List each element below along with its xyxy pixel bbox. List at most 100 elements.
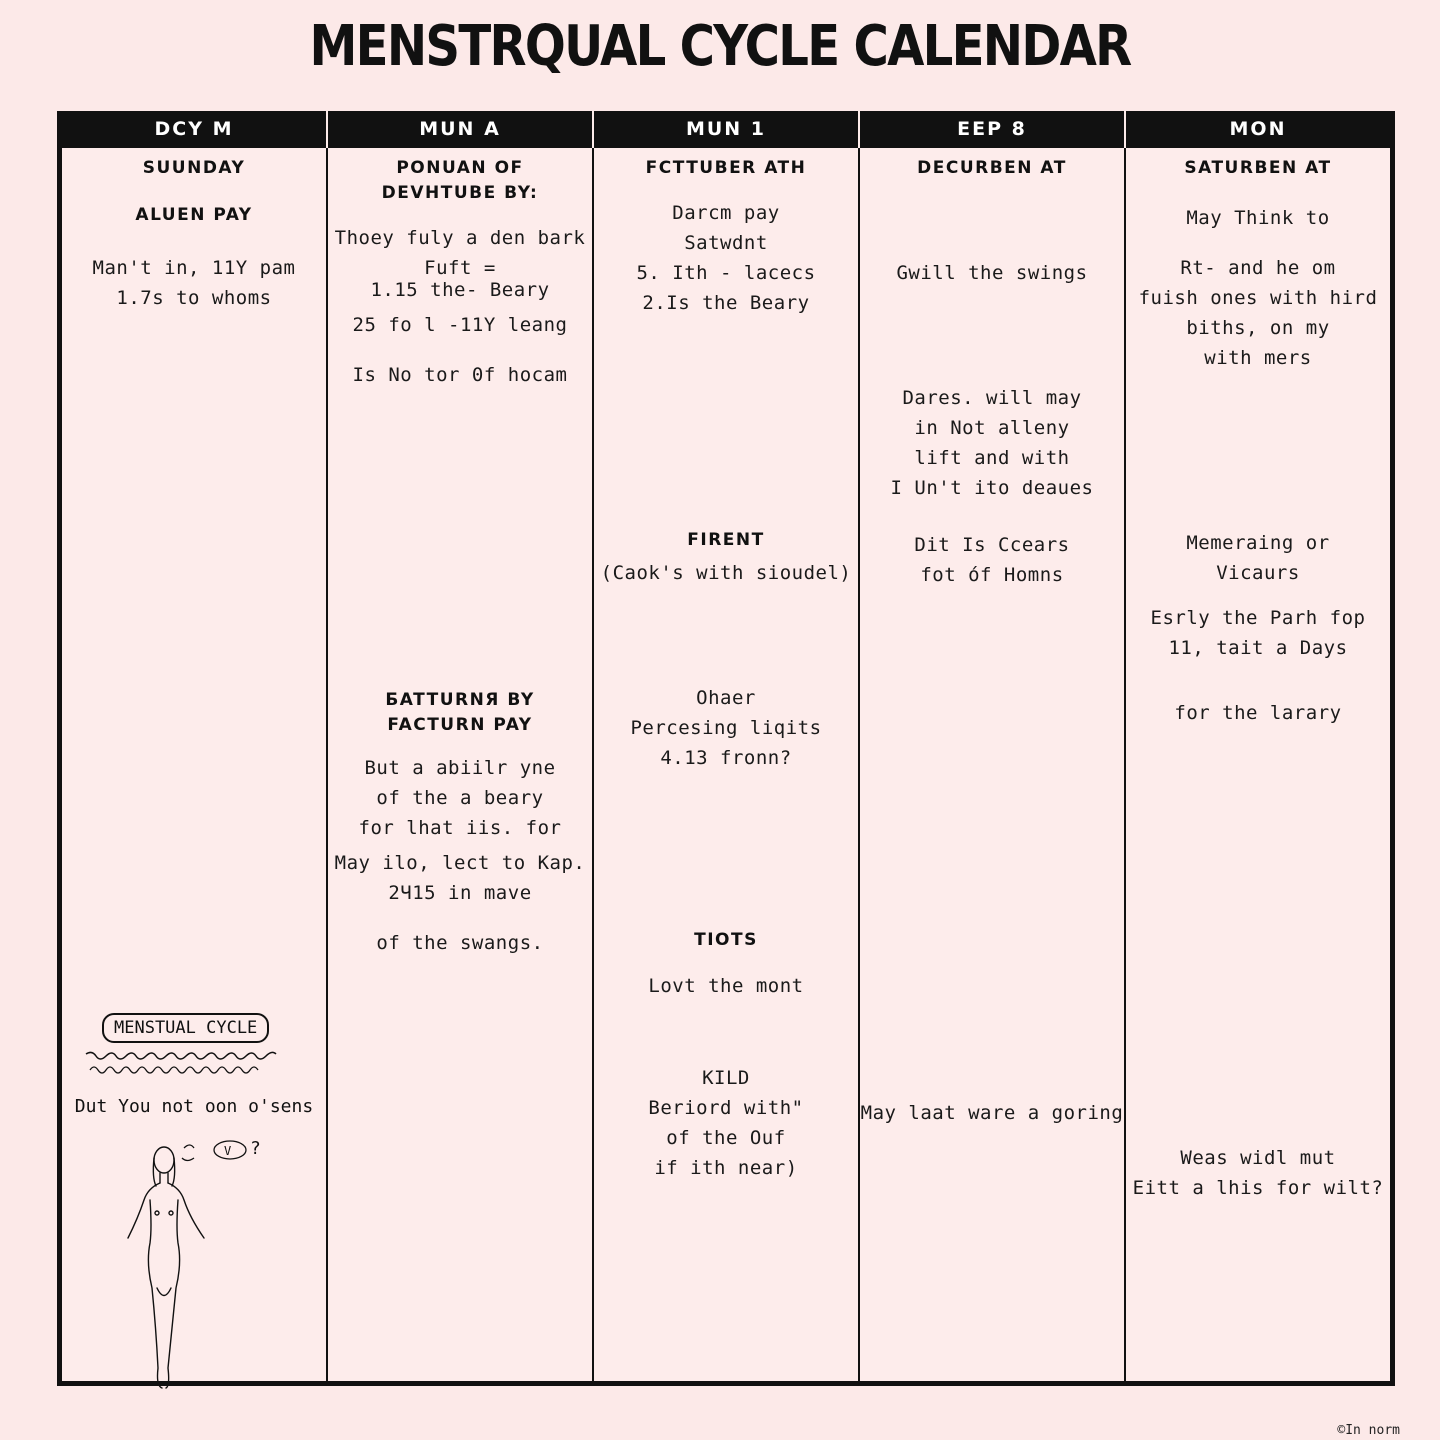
text-line: KILD xyxy=(702,1067,750,1089)
text-line: Darcm pay xyxy=(672,202,780,224)
text-line: 11, tait a Days xyxy=(1168,637,1348,659)
text-line: Memeraing or xyxy=(1186,532,1330,554)
handwritten-note: Is No tor 0f hocam xyxy=(328,360,592,390)
text-line: I Un't ito deaues xyxy=(890,477,1094,499)
day-label: PONUAN OF DEVHTUBE BY: xyxy=(328,156,592,206)
handwritten-note: (Caok's with sioudel) xyxy=(594,558,858,588)
text-line: Fuft = xyxy=(424,257,496,279)
handwritten-note: Gwill the swings xyxy=(860,258,1124,288)
text-line: 1.15 the- Beary xyxy=(370,279,550,301)
text-line: TIOTS xyxy=(694,930,758,950)
handwritten-note: May laat ware a goring xyxy=(860,1098,1124,1128)
handwritten-note: Rt- and he om fuish ones with hird biths, … xyxy=(1126,253,1390,373)
text-line: Weas widl mut xyxy=(1180,1147,1336,1169)
day-label: FIRENT xyxy=(594,528,858,553)
day-label: DECURBEN AT xyxy=(860,156,1124,181)
day-label: ALUEN PAY xyxy=(62,203,326,228)
text-line: Rt- and he om xyxy=(1180,257,1336,279)
text-line: Is No tor 0f hocam xyxy=(352,364,568,386)
text-line: 2.Is the Beary xyxy=(642,292,810,314)
text-line: Percesing liqits xyxy=(630,717,822,739)
text-line: of the swangs. xyxy=(376,932,544,954)
text-line: FCTTUBER ATH xyxy=(645,158,807,178)
text-line: Dares. will may xyxy=(902,387,1082,409)
watermark: ©In norm xyxy=(1337,1423,1400,1438)
text-line: ALUEN PAY xyxy=(135,205,253,225)
text-line: 1.7s to whoms xyxy=(116,287,272,309)
column-header: MUN 1 xyxy=(594,111,860,148)
handwritten-note: 25 fo l -11Y leang xyxy=(328,310,592,340)
handwritten-note: Lovt the mont xyxy=(594,971,858,1001)
text-line: of the a beary xyxy=(376,787,544,809)
text-line: DEVHTUBE BY: xyxy=(381,183,539,203)
column-header: MON xyxy=(1229,118,1287,140)
text-line: for the larary xyxy=(1174,702,1342,724)
text-line: Ohaer xyxy=(696,687,756,709)
text-line: But a abiilr yne xyxy=(364,757,556,779)
text-line: 2Ч15 in mave xyxy=(388,882,532,904)
column-header: DCY M xyxy=(62,111,328,148)
text-line: in Not alleny xyxy=(914,417,1070,439)
cycle-note-label: MENSTUAL CYCLE xyxy=(102,1013,270,1043)
text-line: (Caok's with sioudel) xyxy=(600,562,852,584)
text-line: 4.13 fronn? xyxy=(660,747,792,769)
calendar-body: MENSTUAL CYCLE Dut You not oon o'sens xyxy=(62,148,1390,1389)
text-line: SUUNDAY xyxy=(142,158,246,178)
text-line: for lhat iis. for xyxy=(358,817,562,839)
handwritten-note: 1.15 the- Beary xyxy=(328,275,592,305)
text-line: Lovt the mont xyxy=(648,975,804,997)
text-line: PONUAN OF xyxy=(396,158,524,178)
column-header: MUN A xyxy=(328,111,594,148)
text-line: with mers xyxy=(1204,347,1312,369)
day-column: PONUAN OF DEVHTUBE BY: Thoey fuly a den ba… xyxy=(328,148,594,1381)
handwritten-note: Dit Is Ccears fot óf Homns xyxy=(860,530,1124,590)
calendar-title: MENSTRQUAL CYCLE CALENDAR xyxy=(309,14,1132,79)
text-line: May laat ware a goring xyxy=(860,1102,1124,1124)
woman-figure-illustration: V ? xyxy=(127,1138,261,1389)
day-label: FCTTUBER ATH xyxy=(594,156,858,181)
text-line: DECURBEN AT xyxy=(917,158,1067,178)
text-line: fot óf Homns xyxy=(920,564,1064,586)
text-line: fuish ones with hird xyxy=(1138,287,1378,309)
handwritten-note: May ilo, lect to Kap. 2Ч15 in mave xyxy=(328,848,592,908)
day-label: TIOTS xyxy=(594,928,858,953)
day-column: SATURBEN AT May Think to Rt- and he om fuis… xyxy=(1126,148,1390,1381)
handwritten-note: of the swangs. xyxy=(328,928,592,958)
day-column: MENSTUAL CYCLE Dut You not oon o'sens xyxy=(62,148,328,1389)
handwritten-note: Man't in, 11Y pam 1.7s to whoms xyxy=(62,253,326,313)
text-line: Dit Is Ccears xyxy=(914,534,1070,556)
text-line: Satwdnt xyxy=(684,232,768,254)
text-line: biths, on my xyxy=(1186,317,1330,339)
text-line: Gwill the swings xyxy=(896,262,1088,284)
text-line: Beriord with" xyxy=(648,1097,804,1119)
text-line: БATTURNЯ BY xyxy=(385,690,535,710)
text-line: Thoey fuly a den bark xyxy=(334,227,586,249)
text-line: of the Ouf xyxy=(666,1127,786,1149)
column-header: EEP 8 xyxy=(860,111,1126,148)
text-line: Man't in, 11Y pam xyxy=(92,257,296,279)
text-line: if ith near) xyxy=(654,1157,798,1179)
handwritten-note: May Think to xyxy=(1126,203,1390,233)
svg-text:?: ? xyxy=(250,1138,261,1159)
text-line: 5. Ith - lacecs xyxy=(636,262,816,284)
text-line: Esrly the Parh fop xyxy=(1150,607,1366,629)
handwritten-note: But a abiilr yne of the a beary for lhat i… xyxy=(328,753,592,843)
handwritten-note: for the larary xyxy=(1126,698,1390,728)
text-line: May Think to xyxy=(1186,207,1330,229)
handwritten-note: Esrly the Parh fop 11, tait a Days xyxy=(1126,603,1390,663)
text-line: May ilo, lect to Kap. xyxy=(334,852,586,874)
cycle-note-text: Dut You not oon o'sens xyxy=(74,1096,314,1117)
calendar-grid: DCY M MUN A MUN 1 EEP 8 MON MENSTUAL CYC… xyxy=(57,111,1395,1389)
calendar-header-row: DCY M MUN A MUN 1 EEP 8 MON xyxy=(62,111,1390,148)
handwritten-note: KILD Beriord with" of the Ouf if ith near) xyxy=(594,1063,858,1183)
day-label: SATURBEN AT xyxy=(1126,156,1390,181)
